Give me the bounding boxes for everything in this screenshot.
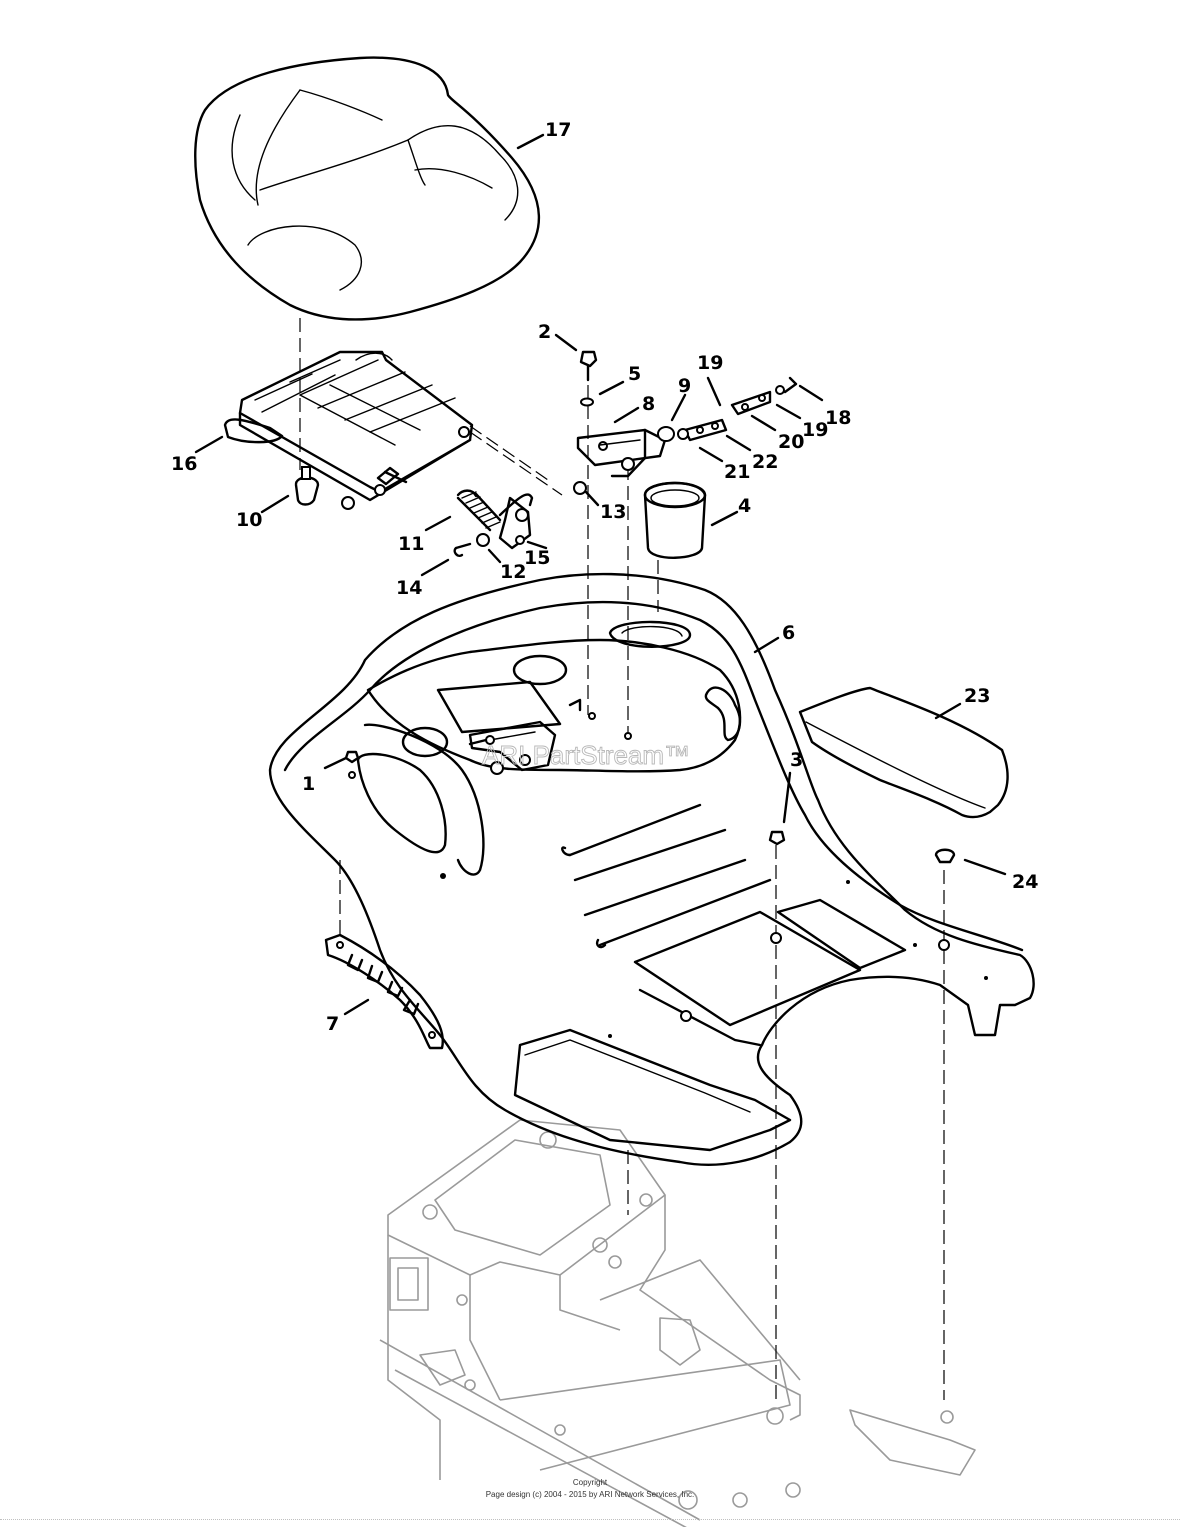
callout-17: 17 [545, 119, 571, 141]
leader-5 [598, 380, 625, 396]
leader-22 [725, 434, 752, 452]
leader-21 [698, 446, 724, 463]
leader-19b [775, 403, 802, 420]
leader-18 [798, 384, 824, 402]
callout-22: 22 [752, 451, 778, 473]
fender-bolts [344, 750, 956, 864]
callout-2: 2 [538, 321, 551, 343]
leader-17 [516, 133, 545, 150]
leader-16 [194, 435, 224, 454]
seat-knob [294, 466, 408, 510]
callout-11: 11 [398, 533, 424, 555]
callouts: 1 2 3 4 5 6 7 8 9 10 11 12 13 14 15 16 1 [171, 119, 1038, 1035]
callout-5: 5 [628, 363, 641, 385]
seat-pan [223, 350, 563, 502]
callout-23: 23 [964, 685, 990, 707]
leader-23 [934, 702, 962, 720]
callout-20: 20 [778, 431, 804, 453]
callout-24: 24 [1012, 871, 1038, 893]
leader-24 [963, 858, 1007, 876]
leader-12 [487, 548, 502, 564]
callout-8: 8 [642, 393, 655, 415]
fender-bracket [468, 720, 557, 775]
leader-6 [753, 636, 780, 654]
spring-assembly [453, 481, 587, 557]
leader-13 [584, 490, 600, 507]
watermark: ARI PartStream™ [482, 740, 690, 770]
height-plate [324, 933, 444, 1050]
alignment-lines [299, 318, 945, 1400]
callout-19b: 19 [802, 419, 828, 441]
leader-20 [750, 414, 777, 432]
seat [194, 56, 541, 321]
callout-1: 1 [302, 773, 315, 795]
bottom-divider [0, 1519, 1180, 1520]
callout-13: 13 [600, 501, 626, 523]
callout-21: 21 [724, 461, 750, 483]
callout-16: 16 [171, 453, 197, 475]
leader-7 [343, 998, 370, 1016]
leader-10 [260, 494, 290, 514]
callout-18: 18 [825, 407, 851, 429]
leader-4 [710, 510, 739, 527]
leader-14 [420, 558, 450, 577]
callout-3: 3 [790, 749, 803, 771]
callout-14: 14 [396, 577, 422, 599]
callout-12: 12 [500, 561, 526, 583]
callout-7: 7 [326, 1013, 339, 1035]
leader-3 [782, 771, 792, 824]
fender [268, 572, 1035, 1166]
fender-mat [798, 686, 1009, 819]
callout-15: 15 [524, 547, 550, 569]
cup-holder [643, 481, 707, 559]
leader-9 [670, 393, 687, 422]
leader-19a [706, 376, 722, 407]
callout-19a: 19 [697, 352, 723, 374]
latch-hardware [576, 350, 798, 478]
leader-11 [424, 515, 452, 532]
copyright-line-1: Copyright [573, 1478, 608, 1487]
callout-10: 10 [236, 509, 262, 531]
callout-9: 9 [678, 375, 691, 397]
leader-1 [323, 756, 348, 770]
callout-4: 4 [738, 495, 751, 517]
callout-6: 6 [782, 622, 795, 644]
leader-15 [526, 540, 548, 550]
tractor-frame [379, 1119, 976, 1527]
copyright-line-2: Page design (c) 2004 - 2015 by ARI Netwo… [486, 1490, 695, 1499]
leader-2 [554, 333, 578, 352]
leader-8 [613, 406, 640, 424]
